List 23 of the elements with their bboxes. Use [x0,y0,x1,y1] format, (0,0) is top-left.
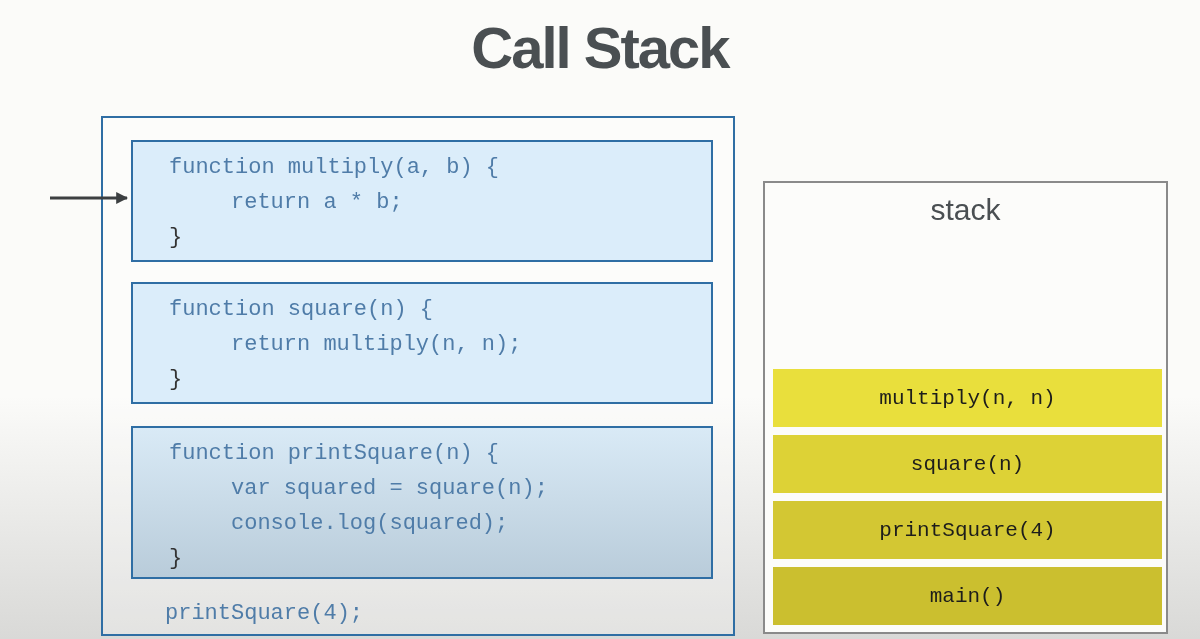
code-line: function multiply(a, b) { [169,154,500,182]
code-line: return a * b; [231,189,403,217]
arrow [50,192,129,204]
code-line: printSquare(4); [165,600,364,628]
code-line: } [169,366,183,394]
stack-heading: stack [930,193,1001,227]
slide-title: Call Stack [470,14,731,81]
function-block [131,426,713,579]
code-line: function printSquare(n) { [169,440,500,468]
stack-container [763,181,1168,634]
stack-frame: main() [773,567,1162,625]
code-line: } [169,545,183,573]
function-block [131,140,713,262]
code-line: console.log(squared); [231,510,509,538]
code-line: return multiply(n, n); [231,331,522,359]
code-line: function square(n) { [169,296,434,324]
code-line: var squared = square(n); [231,475,548,503]
code-line: } [169,224,183,252]
function-block [131,282,713,404]
stack-frame: multiply(n, n) [773,369,1162,427]
code-panel [101,116,735,636]
stack-frame: square(n) [773,435,1162,493]
stack-frame: printSquare(4) [773,501,1162,559]
